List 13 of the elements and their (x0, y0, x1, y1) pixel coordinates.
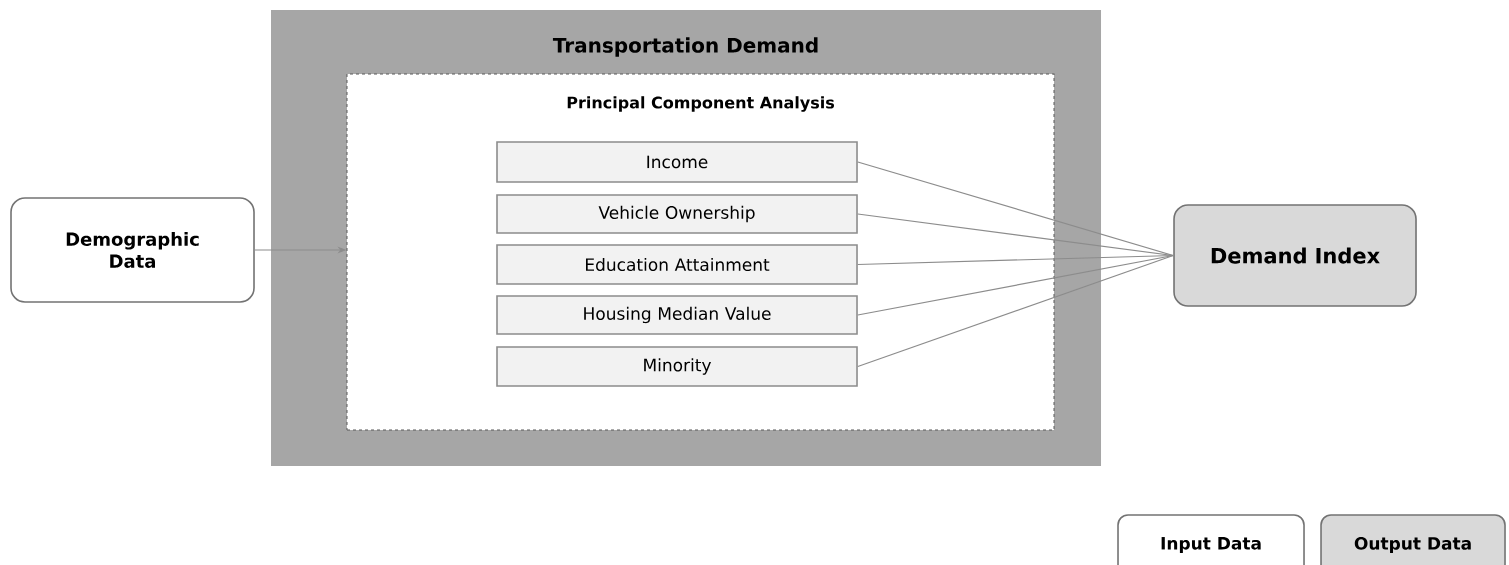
output-box: Demand Index (1173, 204, 1417, 307)
factor-box: Income (496, 141, 858, 183)
connector (857, 161, 1174, 257)
factor-box: Minority (496, 346, 858, 387)
connector (857, 213, 1174, 257)
card-box: Demographic Data (10, 197, 255, 303)
factor-box: Housing Median Value (496, 295, 858, 335)
legend-item: Input Data (1117, 514, 1305, 565)
factor-box: Education Attainment (496, 244, 858, 285)
connector (857, 254, 1174, 316)
legend-item: Output Data (1320, 514, 1506, 565)
connector (857, 254, 1174, 368)
factor-box: Vehicle Ownership (496, 194, 858, 234)
